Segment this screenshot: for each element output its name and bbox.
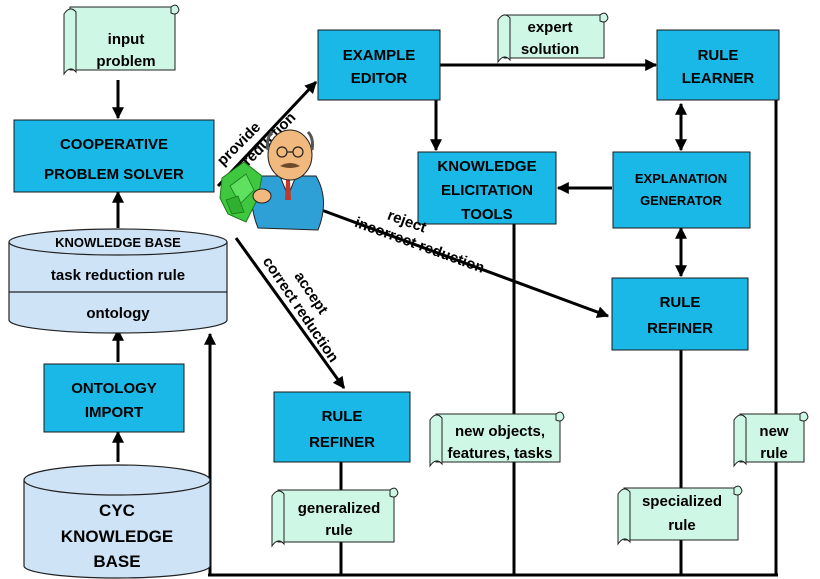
task-reduction-rule-label: task reduction rule [51, 267, 185, 284]
generalized-rule-line-1: generalized [298, 500, 381, 517]
ontology-import-line-1: ONTOLOGY [71, 380, 157, 397]
rule-refiner-right-line-1: RULE [660, 294, 701, 311]
input-problem-line-1: input [108, 31, 145, 48]
rule-learner-line-2: LEARNER [682, 70, 755, 87]
new-objects-line-1: new objects, [455, 423, 545, 440]
specialized-rule-line-2: rule [668, 517, 696, 534]
expert-solution-scroll: expert solution [497, 12, 609, 64]
generalized-rule-scroll: generalized rule [271, 487, 399, 548]
rule-refiner-right-line-2: REFINER [647, 320, 713, 337]
new-objects-scroll: new objects, features, tasks [429, 411, 565, 468]
knowledge-elicitation-line-1: KNOWLEDGE [437, 158, 536, 175]
rule-refiner-bottom-line-2: REFINER [309, 434, 375, 451]
cyc-line-1: CYC [99, 501, 135, 520]
connectors [112, 59, 778, 577]
knowledge-elicitation-tools-box: KNOWLEDGE ELICITATION TOOLS [417, 151, 557, 225]
example-editor-line-1: EXAMPLE [343, 47, 416, 64]
knowledge-elicitation-line-3: TOOLS [461, 206, 512, 223]
rule-learner-line-1: RULE [698, 47, 739, 64]
new-rule-line-1: new [759, 423, 789, 440]
cyc-knowledge-base-cylinder: CYC KNOWLEDGE BASE [23, 464, 211, 579]
rule-refiner-bottom-line-1: RULE [322, 408, 363, 425]
generalized-rule-line-2: rule [325, 522, 353, 539]
input-problem-scroll: input problem [63, 4, 180, 76]
expert-with-money-icon [219, 129, 324, 231]
arrow-accept-correct-reduction [234, 237, 346, 389]
input-problem-line-2: problem [96, 53, 155, 70]
rule-refiner-right-box: RULE REFINER [611, 277, 749, 351]
knowledge-elicitation-line-2: ELICITATION [441, 182, 533, 199]
arrow-reject-incorrect-reduction [307, 203, 610, 318]
example-editor-box: EXAMPLE EDITOR [317, 29, 441, 101]
accept-correct-reduction-label: accept correct reduction [259, 254, 342, 366]
cyc-line-2: KNOWLEDGE [61, 527, 173, 546]
ontology-import-line-2: IMPORT [85, 404, 143, 421]
new-objects-line-2: features, tasks [447, 445, 552, 462]
knowledge-base-title: KNOWLEDGE BASE [55, 235, 181, 250]
specialized-rule-scroll: specialized rule [617, 485, 743, 546]
cyc-line-3: BASE [93, 552, 140, 571]
ontology-import-box: ONTOLOGY IMPORT [43, 363, 185, 433]
explanation-generator-line-1: EXPLANATION [635, 171, 727, 186]
rule-learner-box: RULE LEARNER [656, 29, 780, 101]
specialized-rule-line-1: specialized [642, 493, 722, 510]
new-rule-line-2: rule [760, 445, 788, 462]
example-editor-line-2: EDITOR [351, 70, 408, 87]
rule-refiner-bottom-box: RULE REFINER [273, 391, 411, 463]
cooperative-problem-solver-box: COOPERATIVE PROBLEM SOLVER [13, 119, 215, 193]
expert-solution-line-1: expert [527, 19, 572, 36]
knowledge-base-cylinder: KNOWLEDGE BASE task reduction rule ontol… [8, 228, 228, 334]
cooperative-problem-solver-line-2: PROBLEM SOLVER [44, 166, 184, 183]
explanation-generator-line-2: GENERATOR [640, 193, 722, 208]
expert-solution-line-2: solution [521, 41, 579, 58]
explanation-generator-box: EXPLANATION GENERATOR [612, 151, 751, 229]
ontology-label: ontology [86, 305, 150, 322]
cooperative-problem-solver-line-1: COOPERATIVE [60, 136, 168, 153]
new-rule-scroll: new rule [733, 411, 809, 468]
